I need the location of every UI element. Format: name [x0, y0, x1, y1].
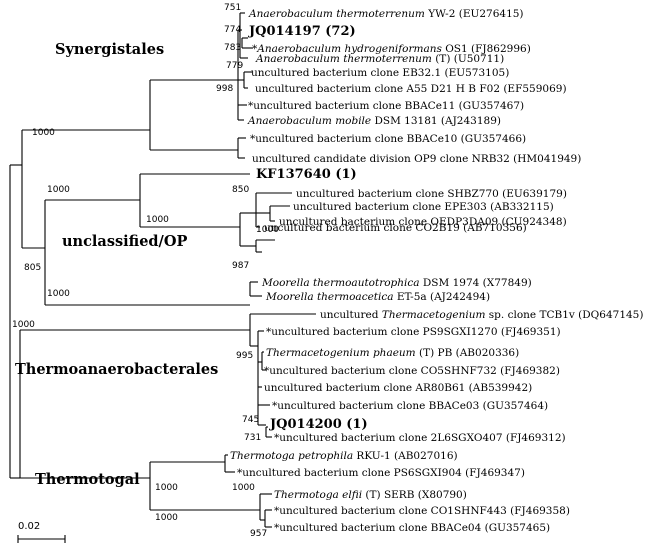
leaf-label: uncultured Thermacetogenium sp. clone TC… — [320, 309, 643, 321]
leaf-label: *uncultured bacterium clone 2L6SGXO407 (… — [274, 432, 566, 444]
leaf-label: Anaerobaculum mobile DSM 13181 (AJ243189… — [247, 115, 501, 127]
leaf-label: Moorella thermoautotrophica DSM 1974 (X7… — [261, 277, 532, 289]
scale-bar: 0.02 — [17, 521, 66, 543]
scale-bar-label: 0.02 — [18, 521, 40, 532]
leaf-label: Anaerobaculum thermoterrenum YW-2 (EU276… — [248, 8, 524, 20]
leaf-label: uncultured bacterium clone A55 D21 H B F… — [255, 83, 567, 95]
bootstrap-value: 995 — [236, 351, 253, 361]
leaf-label-bold: JQ014200 (1) — [269, 417, 368, 432]
bootstrap-value: 957 — [250, 529, 267, 539]
bootstrap-value: 1000 — [47, 185, 70, 195]
leaf-label: *uncultured bacterium clone BBACe04 (GU3… — [274, 522, 550, 534]
group-label-thermoanaerobacterales: Thermoanaerobacterales — [15, 361, 218, 378]
leaf-label: *uncultured bacterium clone CO1SHNF443 (… — [274, 505, 570, 517]
leaf-label-bold: JQ014197 (72) — [248, 24, 356, 39]
bootstrap-value: 774 — [224, 25, 241, 35]
leaf-label: *uncultured bacterium clone BBACe03 (GU3… — [272, 400, 548, 412]
bootstrap-value: 745 — [242, 415, 259, 425]
leaf-label: *uncultured bacterium clone BBACe10 (GU3… — [250, 133, 526, 145]
bootstrap-value: 1000 — [47, 289, 70, 299]
bootstrap-value: 783 — [224, 43, 241, 53]
leaf-label: *uncultured bacterium clone PS9SGXI1270 … — [266, 326, 561, 338]
leaf-label: uncultured candidate division OP9 clone … — [252, 153, 581, 165]
leaf-label: Moorella thermoacetica ET-5a (AJ242494) — [265, 291, 490, 303]
leaf-label: uncultured bacterium clone SHBZ770 (EU63… — [296, 188, 567, 200]
group-label-thermotogal: Thermotogal — [35, 471, 140, 488]
tree-branches — [9, 12, 316, 528]
leaf-label: Thermacetogenium phaeum (T) PB (AB020336… — [266, 347, 519, 359]
leaf-label: *uncultured bacterium clone CO5SHNF732 (… — [264, 365, 560, 377]
bootstrap-value: 1000 — [32, 128, 55, 138]
bootstrap-value: 1000 — [12, 320, 35, 330]
bootstrap-value: 1000 — [155, 483, 178, 493]
bootstrap-value: 998 — [216, 84, 233, 94]
leaf-labels: Anaerobaculum thermoterrenum YW-2 (EU276… — [230, 8, 643, 534]
leaf-label: uncultured bacterium clone EB32.1 (EU573… — [251, 67, 509, 79]
bootstrap-value: 751 — [224, 3, 241, 13]
leaf-label: Anaerobaculum thermoterrenum (T) (U50711… — [255, 53, 504, 65]
bootstrap-values: 751 774 783 779 998 1000 1000 1000 850 1… — [12, 3, 279, 539]
leaf-label: *Anaerobaculum hydrogeniformans OS1 (FJ8… — [252, 43, 531, 55]
leaf-label: Thermotoga elfii (T) SERB (X80790) — [274, 489, 467, 501]
bootstrap-value: 779 — [226, 61, 243, 71]
bootstrap-value: 1000 — [155, 513, 178, 523]
leaf-label: *uncultured bacterium clone BBACe11 (GU3… — [248, 100, 524, 112]
bootstrap-value: 987 — [232, 261, 249, 271]
bootstrap-value: 1000 — [146, 215, 169, 225]
leaf-label: uncultured bacterium clone CO2B19 (AB710… — [264, 222, 527, 234]
group-label-synergistales: Synergistales — [55, 41, 164, 58]
bootstrap-value: 805 — [24, 263, 41, 273]
leaf-label: uncultured bacterium clone EPE303 (AB332… — [293, 201, 554, 213]
bootstrap-value: 850 — [232, 185, 249, 195]
bootstrap-value: 731 — [244, 433, 261, 443]
leaf-label: Thermotoga petrophila RKU-1 (AB027016) — [230, 450, 458, 462]
leaf-label: uncultured bacterium clone AR80B61 (AB53… — [264, 382, 532, 394]
leaf-label-bold: KF137640 (1) — [256, 167, 357, 182]
bootstrap-value: 1000 — [232, 483, 255, 493]
bootstrap-value: 1000 — [256, 225, 279, 235]
group-label-unclassified: unclassified/OP — [62, 233, 187, 250]
leaf-label: *uncultured bacterium clone PS6SGXI904 (… — [237, 467, 525, 479]
leaf-label: uncultured bacterium clone OEDP3DA09 (CU… — [279, 216, 567, 228]
